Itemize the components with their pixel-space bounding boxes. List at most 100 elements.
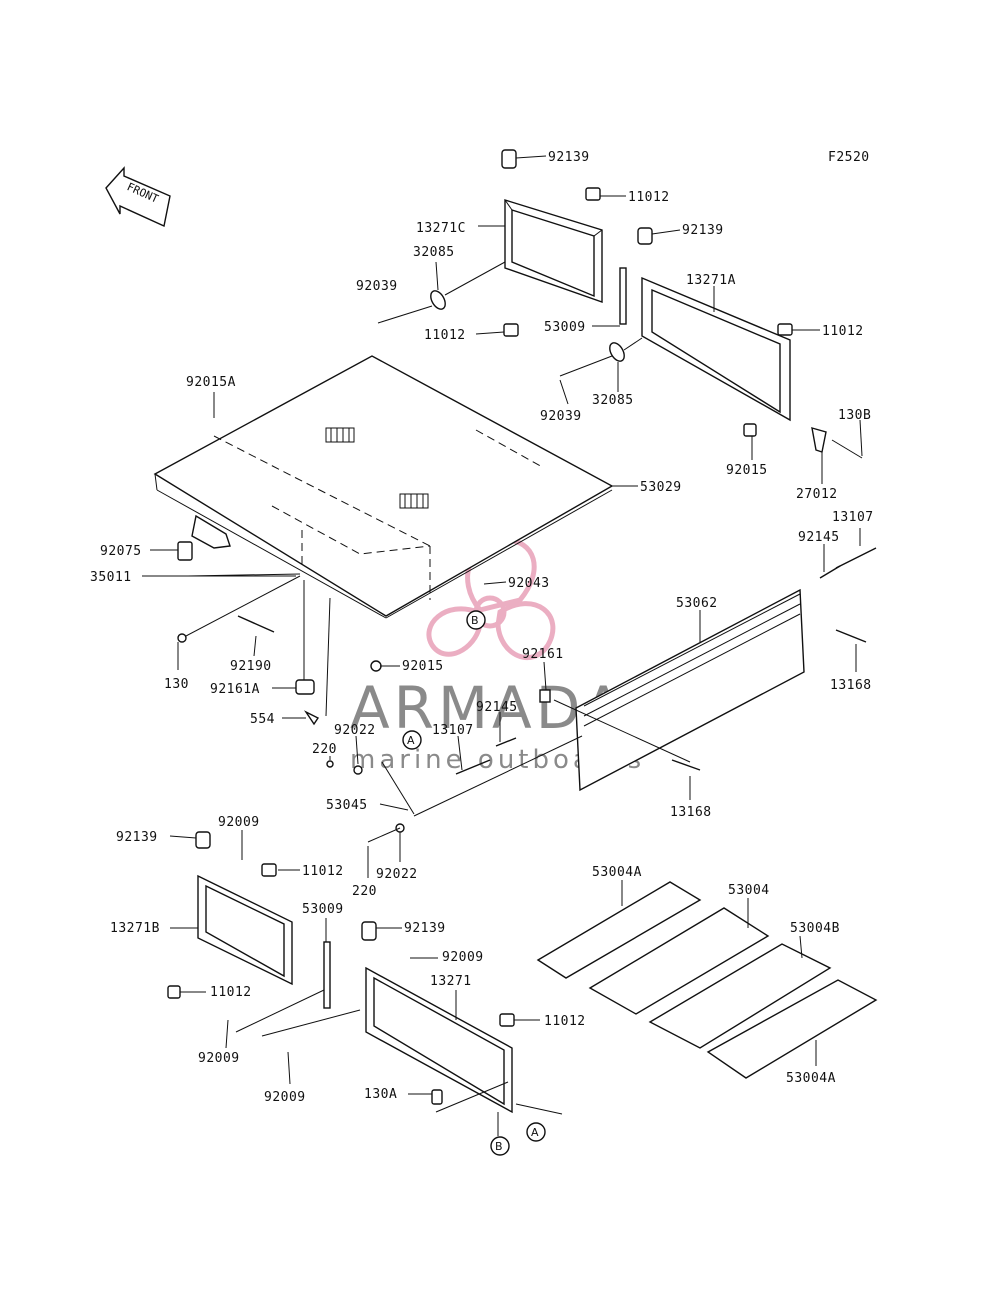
part-label: 11012 [210, 985, 252, 1000]
part-label: 92039 [540, 409, 582, 424]
bushing-icon [499, 1013, 515, 1027]
part-label: 53045 [326, 798, 368, 813]
side-rail-13271b [197, 874, 293, 986]
part-label: 13107 [832, 510, 874, 525]
part-label: 92145 [476, 700, 518, 715]
bracket-icon [539, 689, 551, 703]
pin-icon [835, 547, 877, 569]
ref-mark-b-lower: B [490, 1136, 510, 1156]
part-label: 220 [312, 742, 337, 757]
part-label: 92022 [376, 867, 418, 882]
part-label: 53029 [640, 480, 682, 495]
part-label: 130 [164, 677, 189, 692]
part-label: 92043 [508, 576, 550, 591]
part-label: 92009 [218, 815, 260, 830]
part-label: 27012 [796, 487, 838, 502]
part-label: 11012 [424, 328, 466, 343]
part-label: 92015 [402, 659, 444, 674]
bushing-icon [167, 985, 181, 999]
part-label: 53062 [676, 596, 718, 611]
part-label: 13107 [432, 723, 474, 738]
bushing-icon [261, 863, 277, 877]
ref-mark-a-upper: A [402, 730, 422, 750]
part-label: 11012 [628, 190, 670, 205]
svg-text:A: A [531, 1126, 539, 1139]
part-label: 92022 [334, 723, 376, 738]
bushing-icon [501, 149, 601, 337]
bracket-icon [430, 290, 446, 310]
part-label: 130A [364, 1087, 397, 1102]
tailgate-53062 [575, 588, 805, 792]
bolt-icon [177, 633, 187, 643]
part-label: 92009 [198, 1051, 240, 1066]
pin-icon [455, 759, 491, 775]
side-rail-13271 [365, 966, 513, 1114]
part-label: 92039 [356, 279, 398, 294]
part-label: 92009 [264, 1090, 306, 1105]
part-label: 92139 [404, 921, 446, 936]
part-label: 13271A [686, 273, 736, 288]
part-label: 11012 [544, 1014, 586, 1029]
front-arrow-icon: FRONT [105, 166, 171, 228]
bushing-icon [195, 831, 211, 849]
part-label: 53004B [790, 921, 840, 936]
svg-text:B: B [495, 1140, 503, 1153]
pin-icon [671, 759, 701, 771]
side-rail-13271c [504, 199, 603, 303]
ref-mark-a-lower: A [526, 1122, 546, 1142]
figure-code: F2520 [828, 150, 870, 165]
mat-53004b [648, 943, 832, 1049]
bolt-icon [431, 1089, 443, 1105]
part-label: 11012 [822, 324, 864, 339]
bushing-icon [361, 921, 377, 941]
mat-53004a-top [536, 881, 702, 979]
rod-icon [237, 615, 275, 633]
part-label: 92139 [548, 150, 590, 165]
nut-icon [743, 423, 757, 437]
hinge-strip-icon [619, 267, 627, 325]
cable-icon [381, 761, 415, 815]
washer-icon [353, 765, 363, 775]
pin-icon [326, 760, 334, 768]
ref-mark-b-upper: B [466, 610, 486, 630]
part-label: 92161 [522, 647, 564, 662]
latch-icon [811, 427, 827, 453]
spring-icon [495, 737, 517, 747]
part-label: 53009 [544, 320, 586, 335]
part-label: 130B [838, 408, 871, 423]
part-label: 32085 [413, 245, 455, 260]
pin-icon [835, 629, 867, 643]
svg-text:A: A [407, 734, 415, 747]
part-label: 554 [250, 712, 275, 727]
part-label: 92139 [116, 830, 158, 845]
part-label: 13271C [416, 221, 466, 236]
mat-53004 [588, 907, 770, 1015]
mat-53004a-bottom [706, 979, 878, 1079]
part-label: 11012 [302, 864, 344, 879]
svg-text:B: B [471, 614, 479, 627]
part-label: 92145 [798, 530, 840, 545]
part-label: 92139 [682, 223, 724, 238]
part-label: 53004 [728, 883, 770, 898]
part-label: 32085 [592, 393, 634, 408]
part-label: 92075 [100, 544, 142, 559]
part-label: 92190 [230, 659, 272, 674]
part-label: 13271 [430, 974, 472, 989]
part-label: 13168 [670, 805, 712, 820]
bushing-icon [637, 227, 653, 245]
part-label: 53004A [786, 1071, 836, 1086]
part-label: 53009 [302, 902, 344, 917]
rubber-mount-icon [295, 679, 315, 695]
nut-icon [370, 660, 382, 672]
part-label: 92015A [186, 375, 236, 390]
part-label: 92161A [210, 682, 260, 697]
part-label: 220 [352, 884, 377, 899]
side-rail-13271a [641, 276, 791, 422]
cap-icon [177, 541, 193, 561]
part-label: 13271B [110, 921, 160, 936]
part-label: 92015 [726, 463, 768, 478]
bushing-icon [777, 323, 793, 336]
part-label: 35011 [90, 570, 132, 585]
bracket-icon [609, 342, 625, 362]
